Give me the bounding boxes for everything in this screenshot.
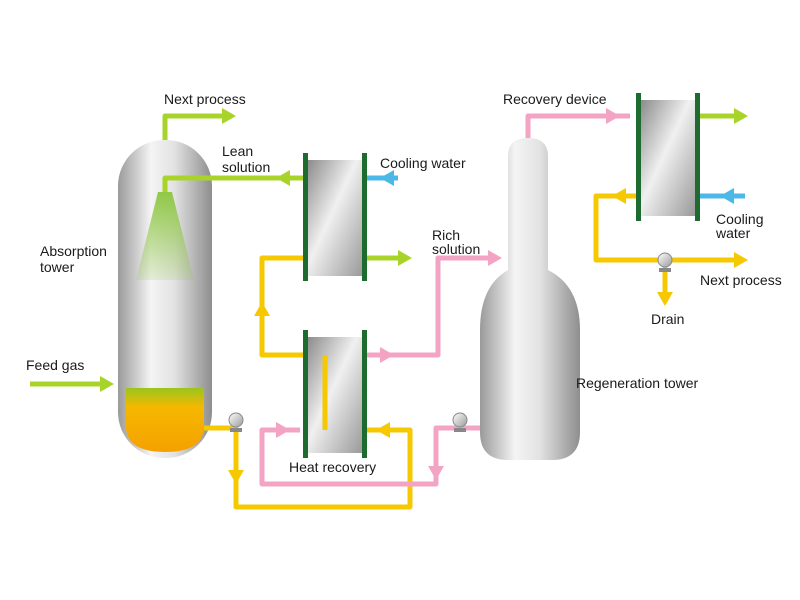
arrow-icon (606, 108, 620, 124)
spray-cone (136, 192, 194, 280)
arrow-icon (100, 376, 114, 392)
recovery-device-label: Recovery device (503, 91, 607, 107)
absorber-liquid (126, 388, 204, 452)
heat-recovery-label: Heat recovery (289, 459, 376, 475)
arrow-icon (222, 108, 236, 124)
arrow-icon (488, 250, 502, 266)
absorption-tower-label-2: tower (40, 259, 75, 275)
valve-icon (657, 252, 673, 272)
lean-solution-label: Lean (222, 143, 253, 159)
arrow-icon (398, 250, 412, 266)
absorption-tower (118, 140, 212, 458)
feed-gas-label: Feed gas (26, 357, 84, 373)
pump-icon (452, 412, 468, 432)
cooling-water-right-label-2: water (715, 225, 751, 241)
absorption-tower-label: Absorption (40, 243, 107, 259)
arrow-icon (276, 422, 290, 438)
cooling-water-right-label: Cooling (716, 211, 763, 227)
lean-solution-pipes (162, 170, 748, 510)
arrow-icon (228, 470, 244, 484)
regeneration-tower-label: Regeneration tower (576, 375, 699, 391)
next-process-right-label: Next process (700, 272, 782, 288)
heat-recovery-exchanger (303, 330, 367, 458)
pump-icon (228, 412, 244, 432)
arrow-icon (380, 170, 394, 186)
arrow-icon (657, 292, 673, 306)
arrow-icon (734, 108, 748, 124)
arrow-icon (254, 302, 270, 316)
lean-solution-cooler (303, 153, 367, 281)
arrow-icon (612, 188, 626, 204)
arrow-icon (720, 188, 734, 204)
lean-solution-label-2: solution (222, 159, 270, 175)
rich-solution-label: Rich (432, 227, 460, 243)
arrow-icon (376, 422, 390, 438)
next-process-top-label: Next process (164, 91, 246, 107)
rich-solution-label-2: solution (432, 241, 480, 257)
cooling-water-top-label: Cooling water (380, 155, 466, 171)
regeneration-tower (480, 138, 580, 460)
arrow-icon (428, 466, 444, 480)
arrow-icon (276, 170, 290, 186)
drain-label: Drain (651, 311, 684, 327)
arrow-icon (380, 347, 394, 363)
recovery-device-exchanger (636, 93, 700, 221)
arrow-icon (734, 252, 748, 268)
